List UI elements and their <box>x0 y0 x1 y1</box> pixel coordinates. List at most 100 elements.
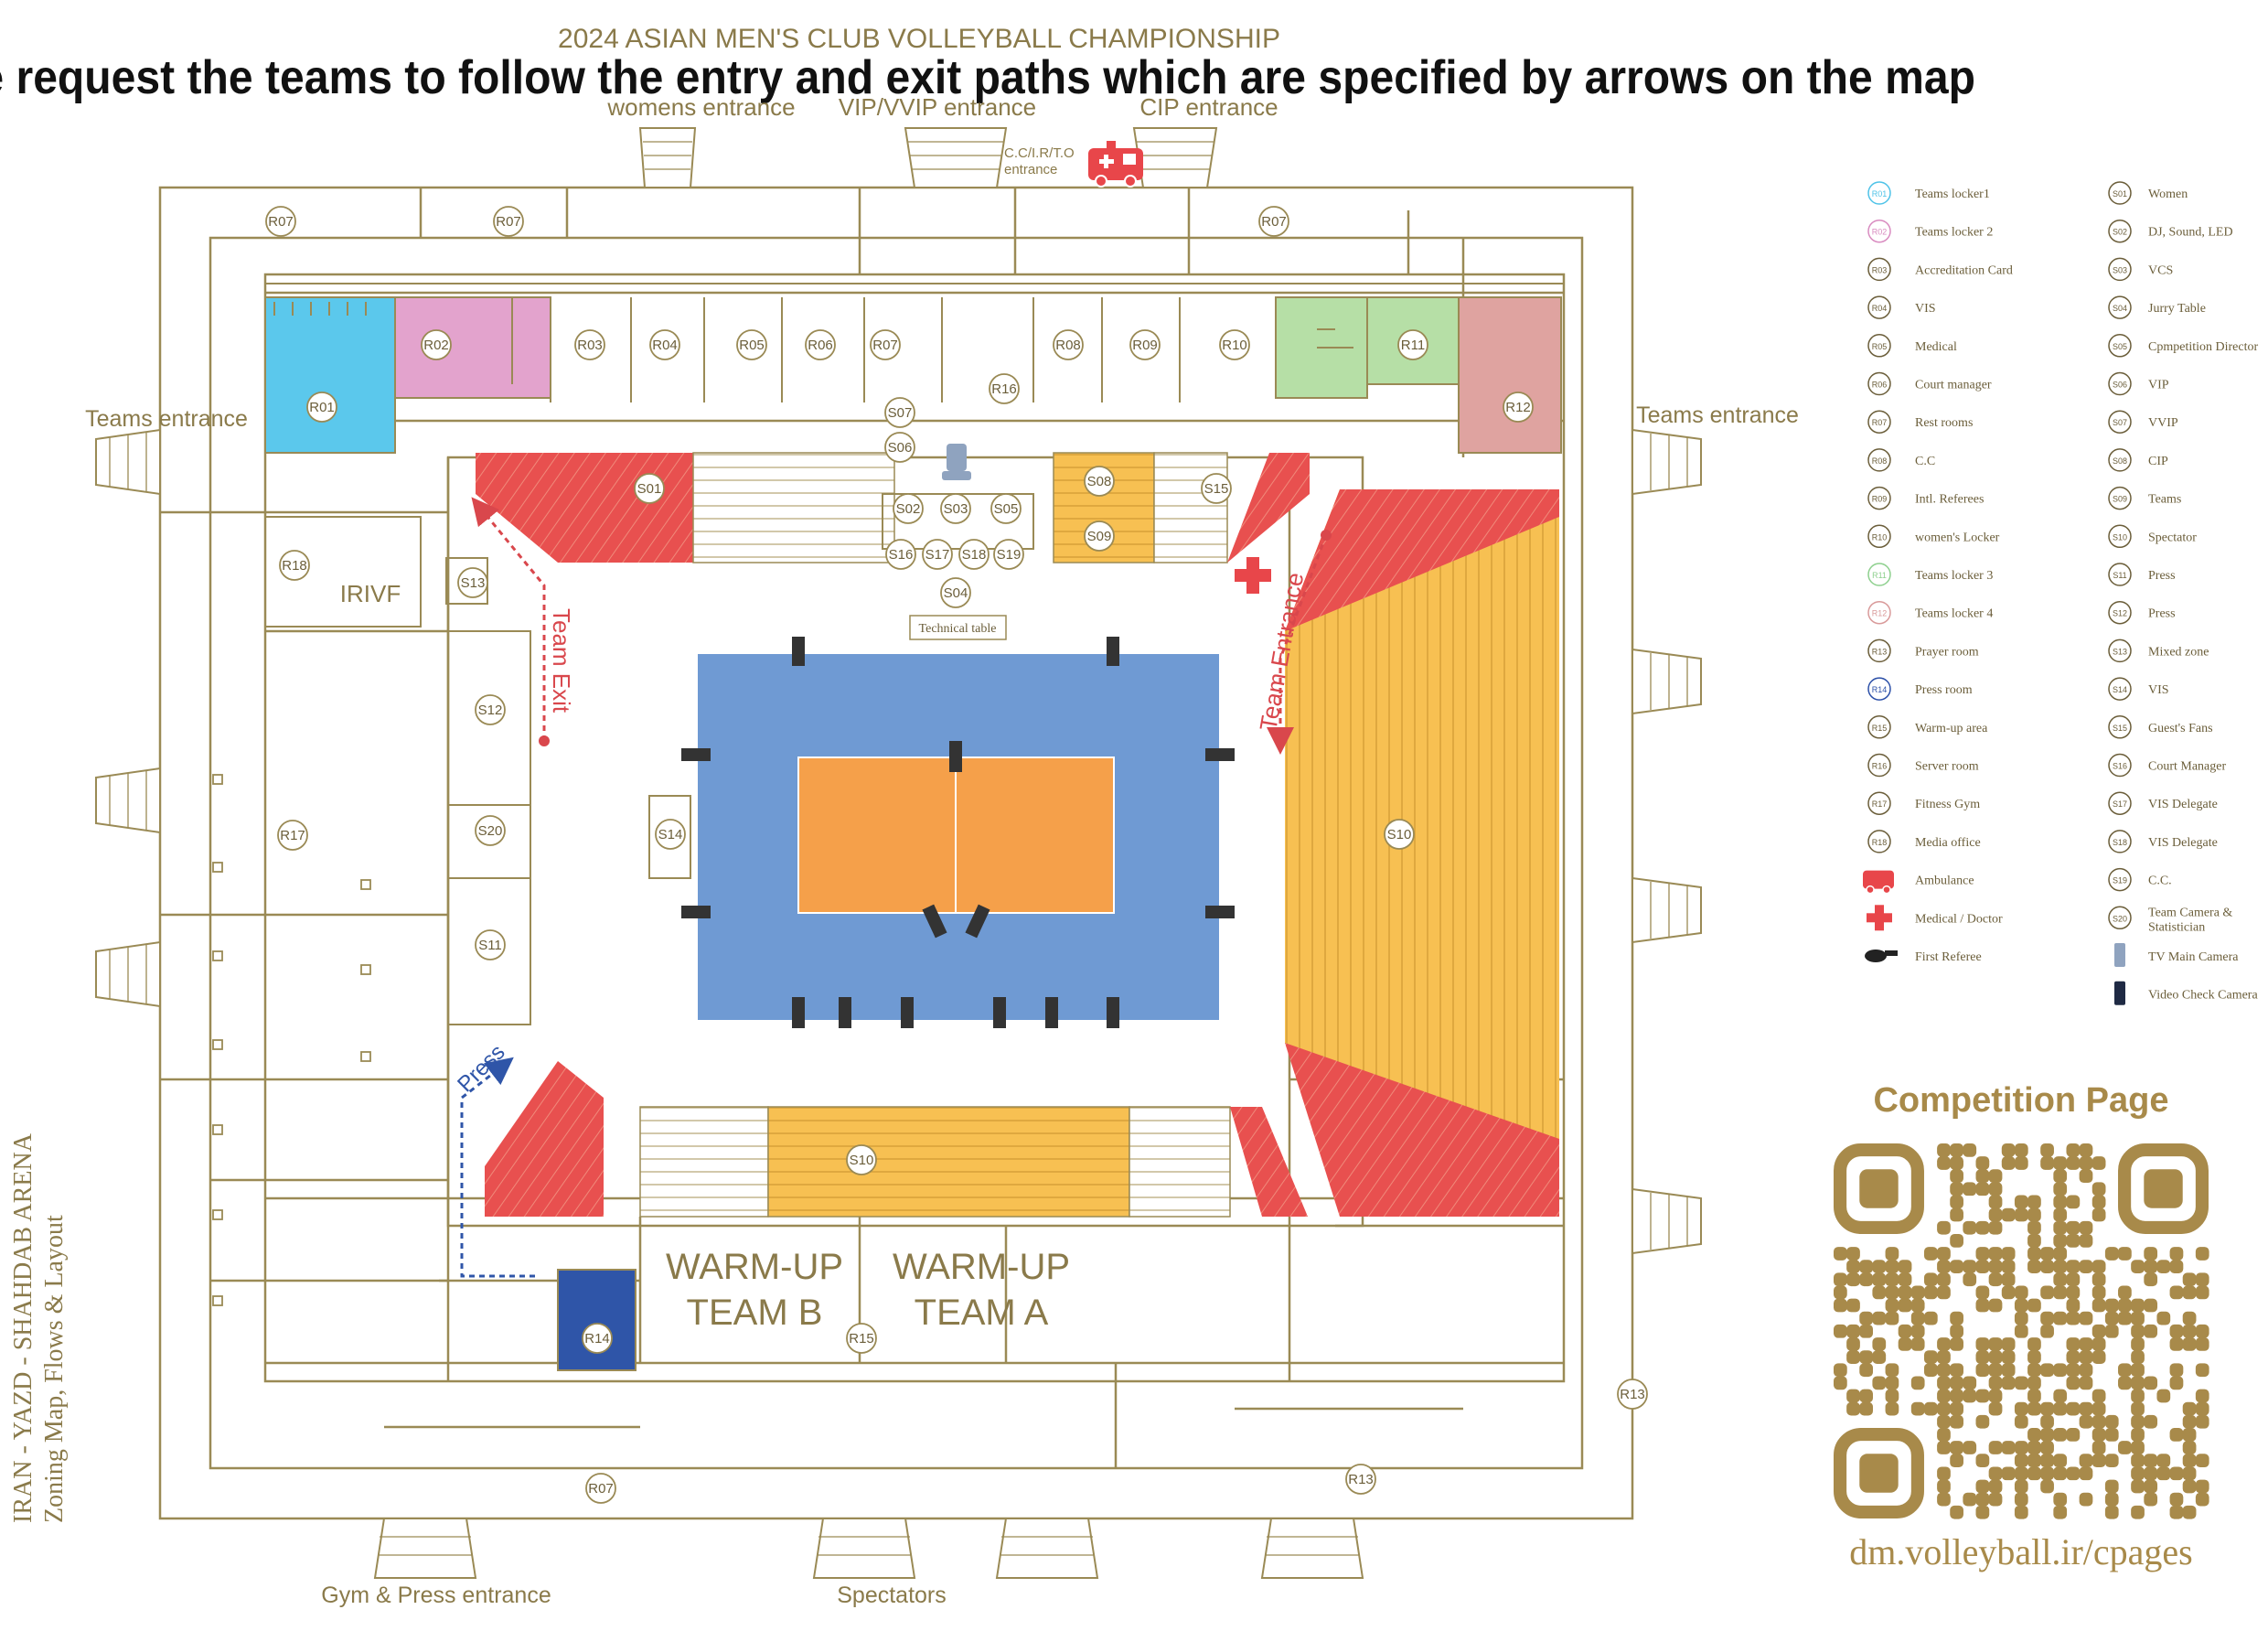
legend-label: Medical <box>1915 340 1957 354</box>
marker-label-r05: R05 <box>739 338 765 353</box>
marker-r18: R18 <box>279 550 310 581</box>
marker-label-r12: R12 <box>1505 400 1531 415</box>
legend-code: S08 <box>2113 456 2127 466</box>
marker-label-r08: R08 <box>1055 338 1081 353</box>
marker-r02: R02 <box>421 329 452 360</box>
legend-code: R12 <box>1872 609 1888 618</box>
marker-label-s08: S08 <box>1087 474 1112 489</box>
marker-label-r13: R13 <box>1620 1387 1645 1402</box>
marker-s16: S16 <box>885 539 916 570</box>
press-room-r14 <box>557 1269 637 1371</box>
left-wing-rooms <box>264 516 691 1025</box>
legend-label: Women <box>2148 188 2188 201</box>
legend-label: VIS <box>1915 302 1936 316</box>
marker-label-r07: R07 <box>588 1481 614 1497</box>
legend-label: VIS <box>2148 683 2169 697</box>
marker-s18: S18 <box>958 539 990 570</box>
marker-r08: R08 <box>1053 329 1084 360</box>
legend-code: S13 <box>2113 647 2127 656</box>
stand-s01 <box>476 453 693 563</box>
legend-code: S12 <box>2113 609 2127 618</box>
legend-code: S09 <box>2113 495 2127 504</box>
legend-code: R13 <box>1872 647 1888 656</box>
marker-label-s17: S17 <box>925 547 950 563</box>
legend-code: R11 <box>1872 571 1887 580</box>
warmup-b-line2: TEAM B <box>687 1293 823 1333</box>
legend-code: S14 <box>2113 685 2127 694</box>
marker-label-r09: R09 <box>1132 338 1158 353</box>
ambulance-icon <box>1088 141 1143 188</box>
legend-item-tv-main-camera-icon: TV Main Camera <box>2114 943 2239 967</box>
legend-label: Jurry Table <box>2148 302 2206 316</box>
stand-s10-bottom <box>767 1106 1130 1218</box>
legend-code: R10 <box>1872 532 1888 542</box>
legend-label: TV Main Camera <box>2148 950 2239 964</box>
top-room-strip <box>264 283 1565 454</box>
interior-details <box>212 774 371 1306</box>
marker-s13: S13 <box>457 567 488 598</box>
legend-code: S10 <box>2113 532 2127 542</box>
marker-label-s06: S06 <box>888 440 913 456</box>
marker-s12: S12 <box>475 694 506 725</box>
marker-r12: R12 <box>1503 392 1534 423</box>
legend-item-whistle-icon: First Referee <box>1865 950 1982 964</box>
marker-s10: S10 <box>1384 819 1415 850</box>
marker-r07: R07 <box>493 206 524 237</box>
marker-label-r11: R11 <box>1401 338 1425 353</box>
stand-s15 <box>1227 453 1310 563</box>
legend-code: R16 <box>1872 762 1888 771</box>
marker-label-r04: R04 <box>652 338 678 353</box>
marker-s07: S07 <box>884 397 915 428</box>
legend-label: Cpmpetition Director <box>2148 340 2258 354</box>
marker-r07: R07 <box>585 1473 616 1504</box>
marker-s20: S20 <box>475 815 506 846</box>
legend-label: Ambulance <box>1915 875 1974 888</box>
technical-table <box>909 615 1007 640</box>
marker-s19: S19 <box>993 539 1024 570</box>
marker-label-s16: S16 <box>889 547 914 563</box>
marker-label-s14: S14 <box>658 827 683 842</box>
teams-entrance-left-label: Teams entrance <box>85 406 248 432</box>
legend-label: C.C. <box>2148 875 2172 888</box>
marker-label-s09: S09 <box>1087 529 1112 544</box>
legend-label: C.C <box>1915 455 1935 468</box>
legend-item-s14: S14 VIS <box>2108 677 2169 701</box>
qr-title: Competition Page <box>1873 1081 2168 1120</box>
bench-bottom-right <box>1129 1106 1231 1218</box>
qr-code[interactable] <box>1834 1143 2209 1519</box>
legend-label: Medical / Doctor <box>1915 912 2003 926</box>
legend-code: S18 <box>2113 838 2127 847</box>
team-exit-flow <box>471 497 550 746</box>
locker-room-r11 <box>1366 296 1460 385</box>
stand-s10-right <box>1285 489 1559 1139</box>
side-title-line2: Zoning Map, Flows & Layout <box>40 1215 69 1523</box>
warmup-a-line1: WARM-UP <box>893 1247 1070 1287</box>
whistle-icon <box>1865 950 1898 962</box>
marker-r07: R07 <box>870 329 901 360</box>
marker-label-r15: R15 <box>849 1331 874 1347</box>
bench-top-right <box>1153 452 1228 563</box>
marker-label-r14: R14 <box>584 1331 610 1347</box>
qr-url[interactable]: dm.volleyball.ir/cpages <box>1849 1531 2192 1572</box>
marker-label-r02: R02 <box>423 338 449 353</box>
marker-label-s15: S15 <box>1204 481 1229 497</box>
